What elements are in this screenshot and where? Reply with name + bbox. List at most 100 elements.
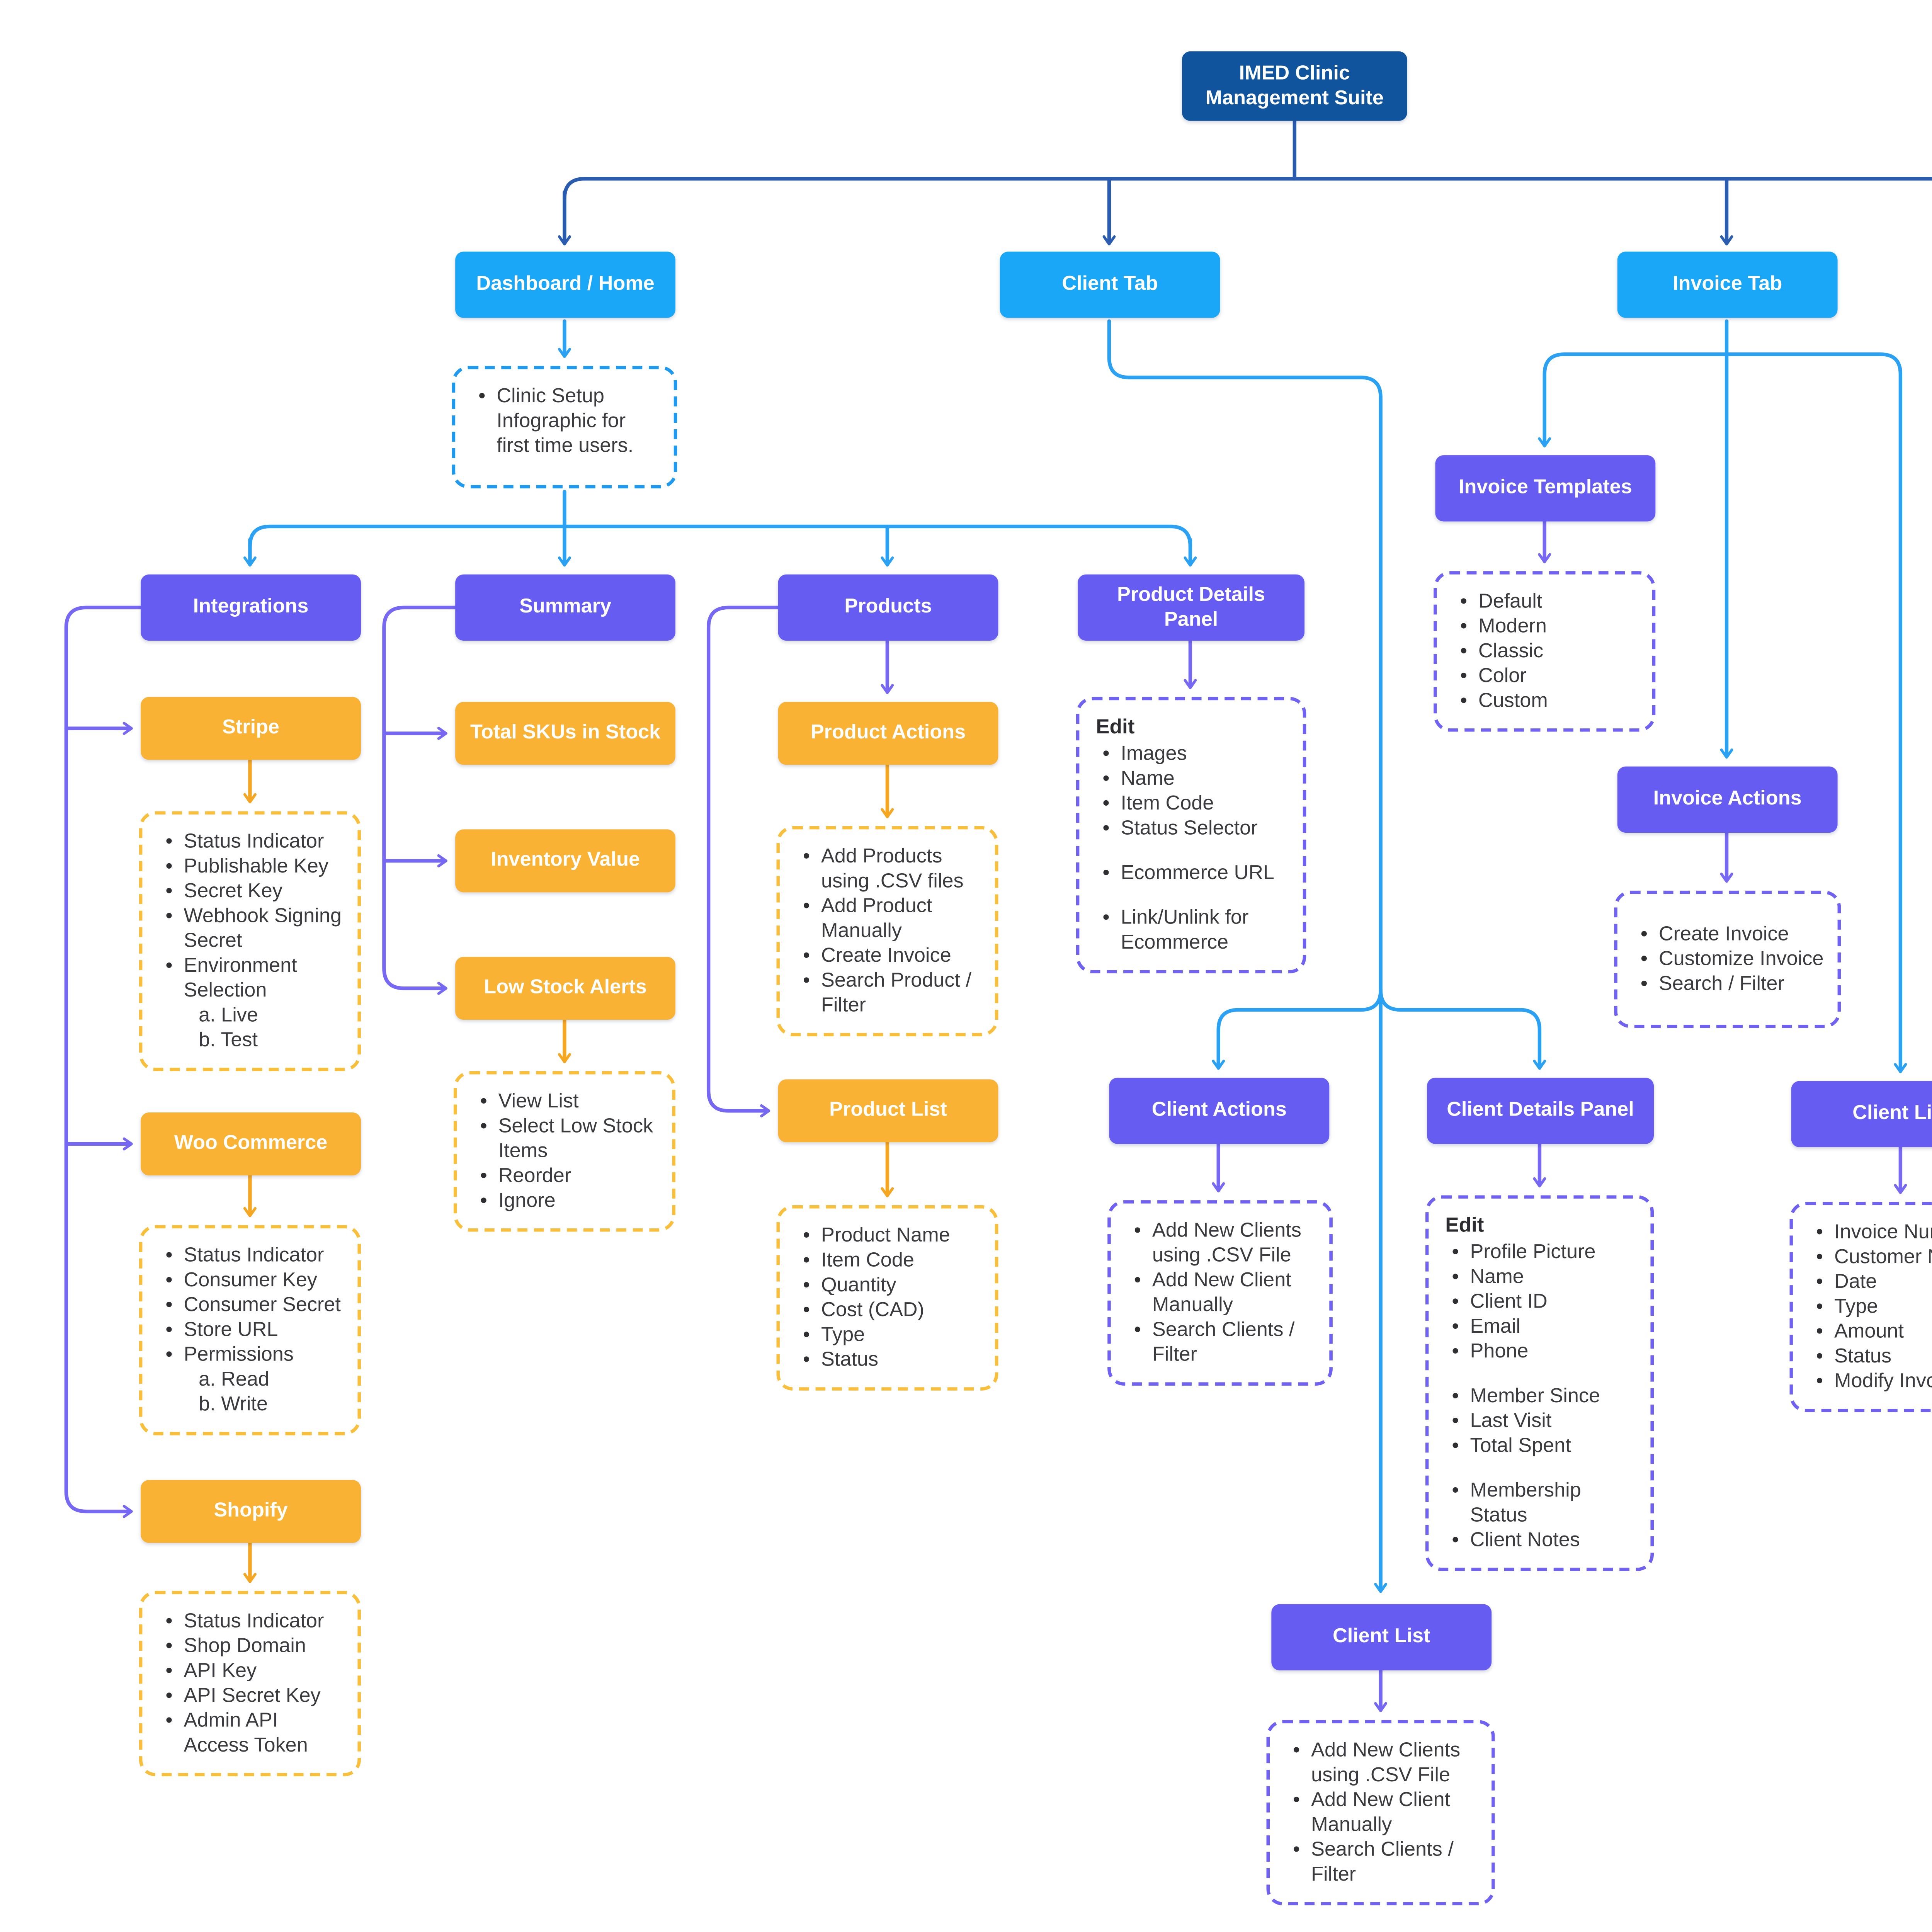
- node-product-list: Product List: [778, 1079, 998, 1143]
- list-item: Status: [1808, 1344, 1932, 1369]
- panel-product-details-edit: Edit ImagesNameItem CodeStatus SelectorE…: [1076, 697, 1306, 974]
- list-item: Quantity: [794, 1273, 983, 1298]
- panel-product-actions-list: Add Products using .CSV filesAdd Product…: [794, 844, 983, 1018]
- node-total-skus: Total SKUs in Stock: [455, 702, 675, 765]
- list-item: Shop Domain: [157, 1634, 346, 1659]
- list-item: Status Indicator: [157, 1609, 346, 1634]
- panel-invoice-actions-list: Create InvoiceCustomize InvoiceSearch / …: [1632, 922, 1826, 997]
- list-item: API Key: [157, 1659, 346, 1684]
- list-item: Ecommerce URL: [1094, 861, 1291, 886]
- list-item: Environment Selection: [157, 954, 346, 1003]
- connectors-features: [243, 758, 894, 1583]
- list-item: Search Product / Filter: [794, 968, 983, 1018]
- list-item: Ignore: [472, 1189, 660, 1213]
- list-item: Status Selector: [1094, 816, 1291, 841]
- list-item: Add New Clients using .CSV File: [1285, 1738, 1480, 1788]
- list-item: Date: [1808, 1270, 1932, 1294]
- list-item: Add Product Manually: [794, 894, 983, 944]
- panel-invoice-actions-options: Create InvoiceCustomize InvoiceSearch / …: [1614, 890, 1841, 1028]
- list-item: Search Clients / Filter: [1285, 1838, 1480, 1888]
- list-item: Name: [1444, 1265, 1639, 1289]
- list-item: Status: [794, 1347, 983, 1372]
- list-item: Cost (CAD): [794, 1298, 983, 1323]
- panel-shopify-list: Status IndicatorShop DomainAPI KeyAPI Se…: [157, 1609, 346, 1758]
- panel-woo-list: Status IndicatorConsumer KeyConsumer Sec…: [157, 1243, 346, 1417]
- list-item: Secret Key: [157, 879, 346, 904]
- panel-low-stock-list: View ListSelect Low Stock ItemsReorderIg…: [472, 1089, 660, 1213]
- panel-stripe-list: Status IndicatorPublishable KeySecret Ke…: [157, 829, 346, 1053]
- list-item: Images: [1094, 742, 1291, 766]
- node-woo-commerce: Woo Commerce: [141, 1112, 361, 1175]
- node-client-details-panel: Client Details Panel: [1427, 1078, 1654, 1144]
- list-item: Name: [1094, 767, 1291, 791]
- panel-client-list-right-list: Invoice NumberCustomer NameDateTypeAmoun…: [1808, 1220, 1932, 1394]
- node-client-list-right: Client List: [1791, 1081, 1932, 1148]
- list-item: b. Test: [199, 1028, 258, 1051]
- panel-title: Edit: [1445, 1213, 1484, 1237]
- list-item: a. Read: [199, 1367, 270, 1391]
- list-item: Classic: [1452, 639, 1640, 664]
- list-item: b. Write: [199, 1392, 268, 1416]
- node-dashboard-home: Dashboard / Home: [455, 252, 675, 318]
- connector-path: [1379, 988, 1546, 1070]
- list-item: Status Indicator: [157, 1243, 346, 1268]
- node-product-actions: Product Actions: [778, 702, 998, 765]
- list-item: Email: [1444, 1315, 1639, 1339]
- node-product-details-panel: Product Details Panel: [1078, 574, 1305, 641]
- list-item: Add New Clients using .CSV File: [1126, 1218, 1318, 1268]
- panel-product-list-columns: Product NameItem CodeQuantityCost (CAD)T…: [776, 1205, 998, 1391]
- list-item: Product Name: [794, 1223, 983, 1248]
- panel-client-details-edit: Edit Profile PictureNameClient IDEmailPh…: [1425, 1195, 1654, 1571]
- list-item: Type: [794, 1323, 983, 1347]
- node-invoice-templates: Invoice Templates: [1435, 455, 1656, 522]
- node-low-stock-alerts: Low Stock Alerts: [455, 957, 675, 1020]
- list-item: Client ID: [1444, 1289, 1639, 1314]
- list-item: Select Low Stock Items: [472, 1114, 660, 1164]
- list-item: Type: [1808, 1294, 1932, 1319]
- node-stripe: Stripe: [141, 697, 361, 760]
- list-item: Link/Unlink for Ecommerce: [1094, 906, 1291, 956]
- node-invoice-tab: Invoice Tab: [1617, 252, 1838, 318]
- list-item: Search / Filter: [1632, 972, 1826, 997]
- panel-low-stock-options: View ListSelect Low Stock ItemsReorderIg…: [453, 1071, 675, 1232]
- panel-product-list-list: Product NameItem CodeQuantityCost (CAD)T…: [794, 1223, 983, 1372]
- panel-stripe-fields: Status IndicatorPublishable KeySecret Ke…: [139, 811, 361, 1071]
- panel-clinic-setup: Clinic Setup Infographic for first time …: [452, 366, 677, 488]
- list-item: Create Invoice: [794, 944, 983, 968]
- list-item: Color: [1452, 664, 1640, 689]
- node-inventory-value: Inventory Value: [455, 829, 675, 893]
- connector-path: [1212, 988, 1383, 1070]
- panel-woo-commerce-fields: Status IndicatorConsumer KeyConsumer Sec…: [139, 1225, 361, 1435]
- connector-path: [64, 605, 143, 1518]
- list-item: Clinic Setup Infographic for first time …: [470, 384, 662, 459]
- connectors-tabs: [243, 319, 1907, 1593]
- list-item: Admin API Access Token: [157, 1708, 346, 1758]
- node-client-tab: Client Tab: [1000, 252, 1220, 318]
- connector-path: [248, 524, 1192, 548]
- node-root-title: IMED Clinic Management Suite: [1182, 51, 1407, 121]
- node-client-list-center: Client List: [1271, 1604, 1492, 1670]
- panel-invoice-templates-options: DefaultModernClassicColorCustom: [1434, 571, 1656, 732]
- list-item: Phone: [1444, 1339, 1639, 1364]
- connector-path: [1725, 352, 1907, 1073]
- panel-client-list-right-columns: Invoice NumberCustomer NameDateTypeAmoun…: [1789, 1202, 1932, 1412]
- list-item: Status Indicator: [157, 829, 346, 854]
- panel-client-list-center-options: Add New Clients using .CSV FileAdd New C…: [1266, 1720, 1495, 1906]
- list-item: Permissions: [157, 1343, 346, 1367]
- list-item: Reorder: [472, 1164, 660, 1189]
- list-item: Add New Client Manually: [1285, 1788, 1480, 1838]
- panel-product-actions-options: Add Products using .CSV filesAdd Product…: [776, 826, 998, 1036]
- panel-client-list-center-list: Add New Clients using .CSV FileAdd New C…: [1285, 1738, 1480, 1888]
- connector-path: [1107, 319, 1388, 1593]
- panel-title: Edit: [1096, 715, 1135, 738]
- node-client-actions: Client Actions: [1109, 1078, 1330, 1144]
- list-item: Client Notes: [1444, 1528, 1639, 1553]
- panel-product-details-list: ImagesNameItem CodeStatus SelectorEcomme…: [1094, 742, 1291, 955]
- connectors-sections: [64, 519, 1907, 1713]
- list-item: Consumer Secret: [157, 1293, 346, 1318]
- list-item: API Secret Key: [157, 1684, 346, 1708]
- list-item: Webhook Signing Secret: [157, 904, 346, 954]
- list-item: Add New Client Manually: [1126, 1268, 1318, 1318]
- list-item: Member Since: [1444, 1384, 1639, 1409]
